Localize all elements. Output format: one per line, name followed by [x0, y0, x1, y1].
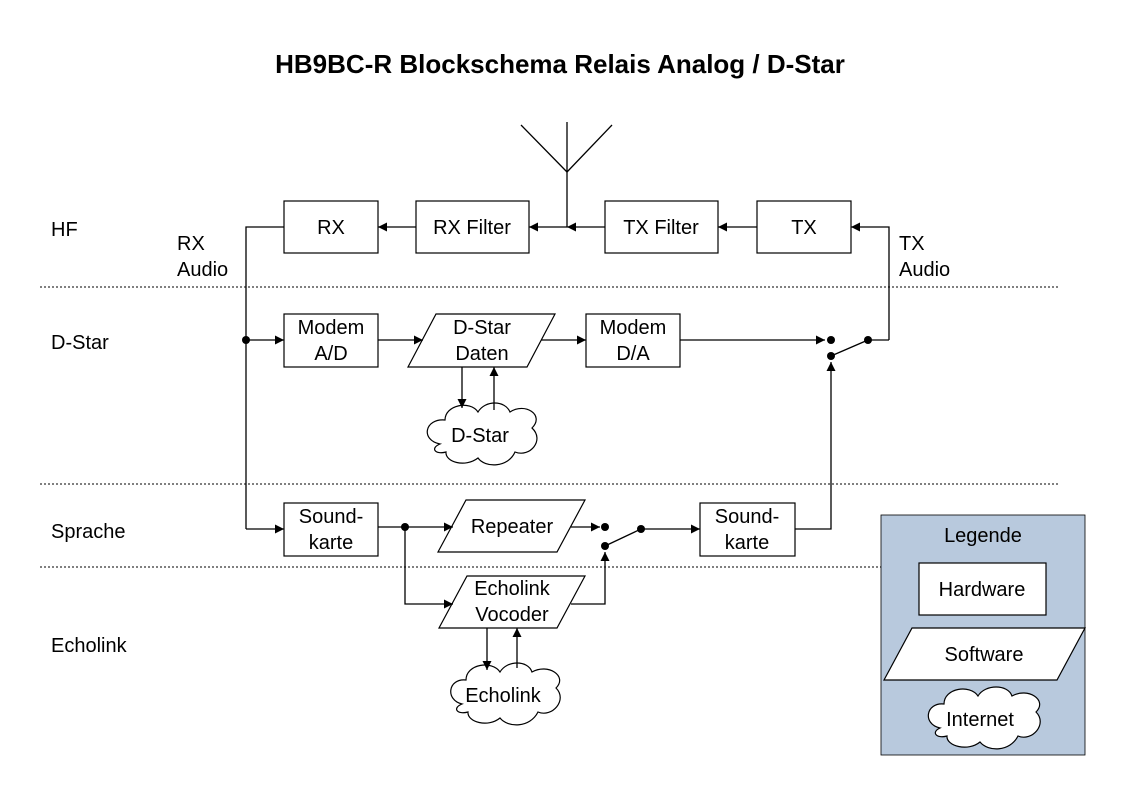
rx-audio-label-line1: RX — [177, 233, 205, 255]
cloud-echolink-internet: Echolink — [450, 662, 561, 726]
legend-internet-item: Internet — [927, 686, 1041, 750]
row-label-hf: HF — [51, 219, 78, 241]
block-rx-filter: RX Filter — [415, 200, 530, 254]
svg-text:D-Star: D-Star — [451, 425, 509, 447]
svg-text:Repeater: Repeater — [471, 516, 554, 538]
arrow-soundkarte-out-to-switch — [795, 362, 836, 530]
svg-text:A/D: A/D — [314, 343, 347, 365]
svg-text:Sound-: Sound- — [299, 506, 364, 528]
svg-text:karte: karte — [725, 532, 769, 554]
legend: Legende Hardware Software Internet — [880, 514, 1087, 756]
svg-text:Modem: Modem — [298, 317, 365, 339]
block-modem-ad: Modem A/D — [283, 313, 379, 368]
svg-text:Software: Software — [945, 644, 1024, 666]
row-label-dstar: D-Star — [51, 332, 109, 354]
cloud-dstar-internet: D-Star — [426, 402, 538, 466]
legend-title: Legende — [944, 525, 1022, 547]
tx-mode-switch — [827, 336, 889, 360]
legend-software-item: Software — [882, 627, 1087, 681]
block-tx: TX — [756, 200, 852, 254]
rx-audio-label-line2: Audio — [177, 259, 228, 281]
svg-text:Vocoder: Vocoder — [475, 604, 549, 626]
svg-text:TX Filter: TX Filter — [623, 217, 699, 239]
row-label-echolink: Echolink — [51, 635, 128, 657]
svg-text:D-Star: D-Star — [453, 317, 511, 339]
svg-text:Internet: Internet — [946, 709, 1014, 731]
arrow-soundkarte-to-echolink-vocoder — [404, 527, 453, 609]
block-tx-filter: TX Filter — [604, 200, 719, 254]
block-repeater: Repeater — [436, 499, 587, 553]
antenna-icon — [520, 122, 613, 227]
block-rx: RX — [283, 200, 379, 254]
svg-text:karte: karte — [309, 532, 353, 554]
audio-source-switch — [601, 523, 645, 550]
block-modem-da: Modem D/A — [585, 313, 681, 368]
row-label-sprache: Sprache — [51, 521, 126, 543]
arrow-echolink-vocoder-to-switch — [571, 552, 610, 605]
svg-text:RX: RX — [317, 217, 345, 239]
tx-audio-label-line2: Audio — [899, 259, 950, 281]
svg-text:Hardware: Hardware — [939, 579, 1026, 601]
svg-text:Echolink: Echolink — [474, 578, 551, 600]
diagram-title: HB9BC-R Blockschema Relais Analog / D-St… — [275, 49, 845, 79]
svg-text:Daten: Daten — [455, 343, 508, 365]
svg-text:TX: TX — [791, 217, 817, 239]
svg-text:Echolink: Echolink — [465, 685, 542, 707]
block-soundkarte-in: Sound- karte — [283, 502, 379, 557]
block-soundkarte-out: Sound- karte — [699, 502, 796, 557]
block-echolink-vocoder: Echolink Vocoder — [437, 575, 587, 629]
tx-audio-label-line1: TX — [899, 233, 925, 255]
block-dstar-daten: D-Star Daten — [407, 313, 556, 368]
legend-hardware-item: Hardware — [918, 562, 1047, 616]
rx-audio-bus — [245, 226, 284, 529]
svg-text:RX Filter: RX Filter — [433, 217, 511, 239]
arrow-tx-audio-to-tx — [851, 222, 890, 340]
svg-text:D/A: D/A — [616, 343, 650, 365]
svg-text:Modem: Modem — [600, 317, 667, 339]
svg-text:Sound-: Sound- — [715, 506, 780, 528]
